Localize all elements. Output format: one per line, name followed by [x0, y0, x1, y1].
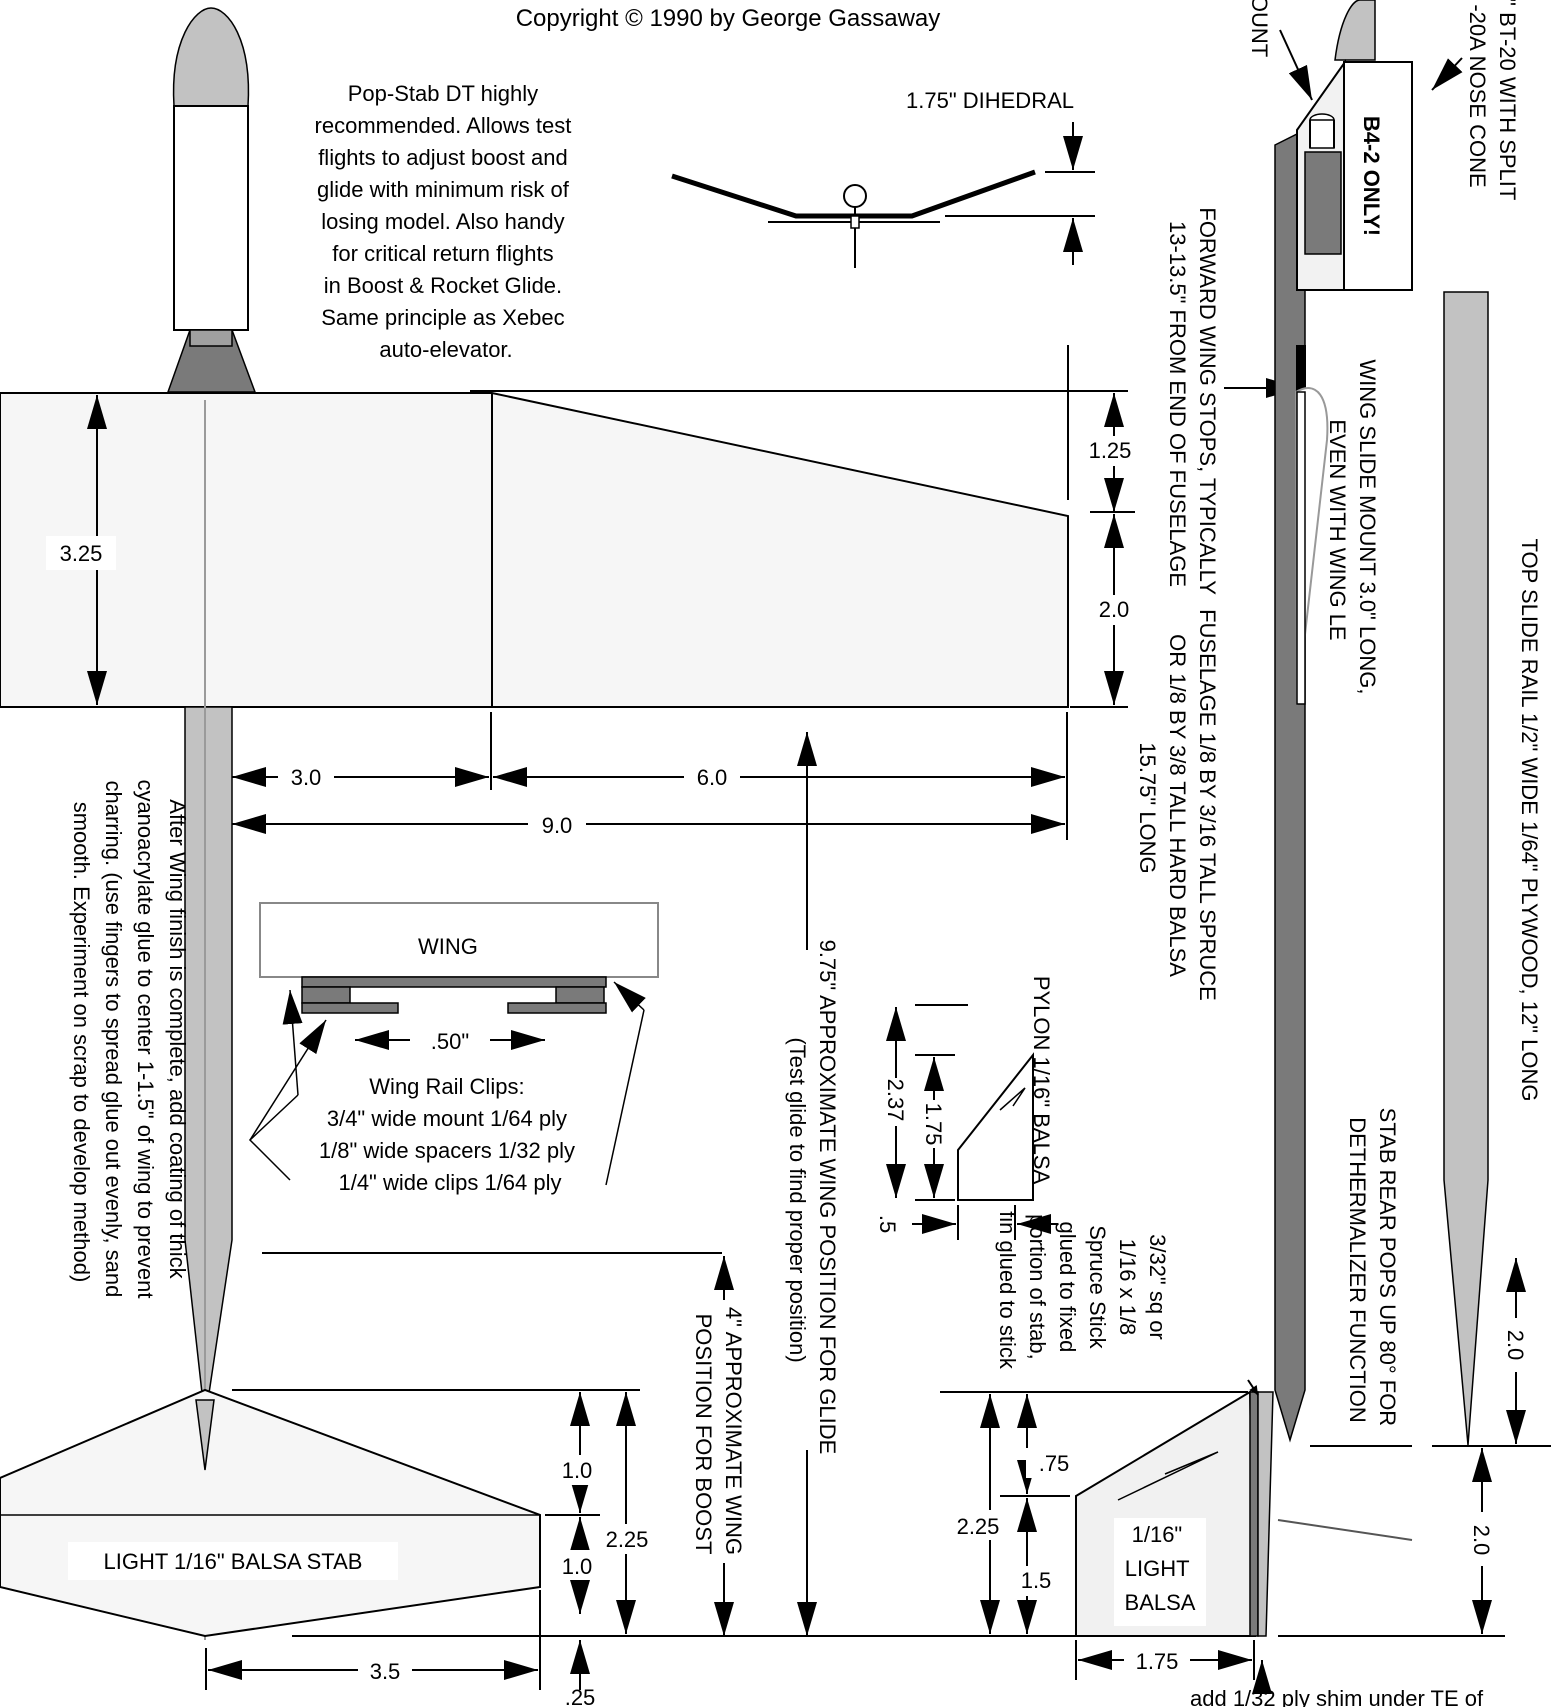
rocket-pod	[166, 7, 257, 393]
fuselage-section	[843, 184, 867, 208]
nose-cone	[172, 7, 250, 107]
side-fuselage	[1274, 128, 1306, 1443]
dim-rail-2-0a: 2.0	[1503, 1330, 1528, 1361]
dim-3-0: 3.0	[291, 765, 322, 790]
after-wing-note: After Wing finish is complete, add coati…	[69, 779, 190, 1304]
glide-position-note: 9.75" APPROXIMATE WING POSITION FOR GLID…	[785, 940, 840, 1461]
dim-stab-2-25: 2.25	[606, 1527, 649, 1552]
dim-2-0-tip: 2.0	[1099, 597, 1130, 622]
top-slide-rail-side	[1296, 345, 1306, 395]
stab-rear-note: STAB REAR POPS UP 80° FOR DETHERMALIZER …	[1345, 1108, 1400, 1433]
fin-label: 1/16" LIGHT BALSA	[1125, 1522, 1196, 1615]
top-slide-rail: TOP SLIDE RAIL 1/2" WIDE 1/64" PLYWOOD, …	[1310, 291, 1551, 1634]
pylon-detail: 2.37 1.75 .5 PYLON 1/16" BALSA	[875, 976, 1058, 1240]
mount-label: OUNT	[1247, 0, 1272, 57]
shim-note: add 1/32 ply shim under TE of	[1190, 1686, 1484, 1707]
dim-stab-1-0a: 1.0	[562, 1458, 593, 1483]
fuselage-planform	[184, 706, 233, 1421]
copyright-text: Copyright © 1990 by George Gassaway	[516, 5, 941, 32]
engine-label-box	[1343, 61, 1413, 291]
dim-6-0: 6.0	[697, 765, 728, 790]
clips-note: Wing Rail Clips: 3/4" wide mount 1/64 pl…	[319, 1074, 581, 1195]
body-tube	[173, 105, 249, 331]
motor-nozzle	[189, 329, 233, 347]
dim-1-25: 1.25	[1089, 438, 1132, 463]
spruce-note: 3/32" sq or 1/16 x 1/8 Spruce Stick glue…	[995, 1211, 1170, 1370]
dim-fin-2-25: 2.25	[957, 1514, 1000, 1539]
wing-slide-note: WING SLIDE MOUNT 3.0" LONG, EVEN WITH WI…	[1325, 359, 1380, 700]
dihedral-front-view: 1.75" DIHEDRAL	[671, 88, 1095, 268]
dim-3-5: 3.5	[370, 1659, 401, 1684]
wing-outline	[0, 392, 1069, 708]
wing-rail-clips-detail: WING .50" Wing Rail Clips: 3/4" wide mou…	[248, 902, 659, 1195]
nose-note: 7" BT-20 WITH SPLIT -20A NOSE CONE	[1465, 0, 1520, 206]
wing-box	[259, 902, 659, 978]
dim-rail-2-0b: 2.0	[1469, 1525, 1494, 1556]
wing-stops-note: FORWARD WING STOPS, TYPICALLY 13-13.5" F…	[1165, 207, 1220, 600]
popstab-note: Pop-Stab DT highly recommended. Allows t…	[315, 81, 578, 362]
stab-outline	[0, 1388, 541, 1638]
engine-label: B4-2 ONLY!	[1359, 116, 1384, 236]
dim-stab-1-0b: 1.0	[562, 1554, 593, 1579]
dim-pylon-2-37: 2.37	[883, 1079, 908, 1122]
wing-planform	[0, 390, 1128, 708]
rail-note: TOP SLIDE RAIL 1/2" WIDE 1/64" PLYWOOD, …	[1517, 538, 1542, 1101]
engine-side	[1304, 151, 1342, 255]
wing-box-label: WING	[418, 934, 478, 959]
stab-planform: LIGHT 1/16" BALSA STAB	[0, 1388, 541, 1638]
stab-label: LIGHT 1/16" BALSA STAB	[104, 1549, 363, 1574]
stab-popup-line	[1277, 1519, 1413, 1541]
dim-fin-1-75: 1.75	[1136, 1649, 1179, 1674]
dim-pylon-0-5: .5	[875, 1215, 900, 1233]
dim-3-25: 3.25	[60, 541, 103, 566]
dim-pylon-1-75: 1.75	[921, 1103, 946, 1146]
dim-fin-0-75: .75	[1039, 1451, 1070, 1476]
boost-position-note: 4" APPROXIMATE WING POSITION FOR BOOST	[691, 1307, 746, 1561]
pylon-outline	[957, 1052, 1034, 1201]
dim-0-25: .25	[565, 1685, 596, 1707]
dim-9-0: 9.0	[542, 813, 573, 838]
dim-fin-1-5: 1.5	[1021, 1568, 1052, 1593]
rail-outline	[1443, 291, 1489, 1446]
fuselage-note: FUSELAGE 1/8 BY 3/16 TALL SPRUCE OR 1/8 …	[1135, 609, 1220, 1007]
dim-0-50: .50"	[431, 1029, 469, 1054]
pylon-label: PYLON 1/16" BALSA	[1029, 976, 1054, 1185]
dihedral-label: 1.75" DIHEDRAL	[906, 88, 1074, 113]
side-view: B4-2 ONLY! OUNT 7" BT-20 WITH SPLIT -20A…	[940, 0, 1520, 1707]
